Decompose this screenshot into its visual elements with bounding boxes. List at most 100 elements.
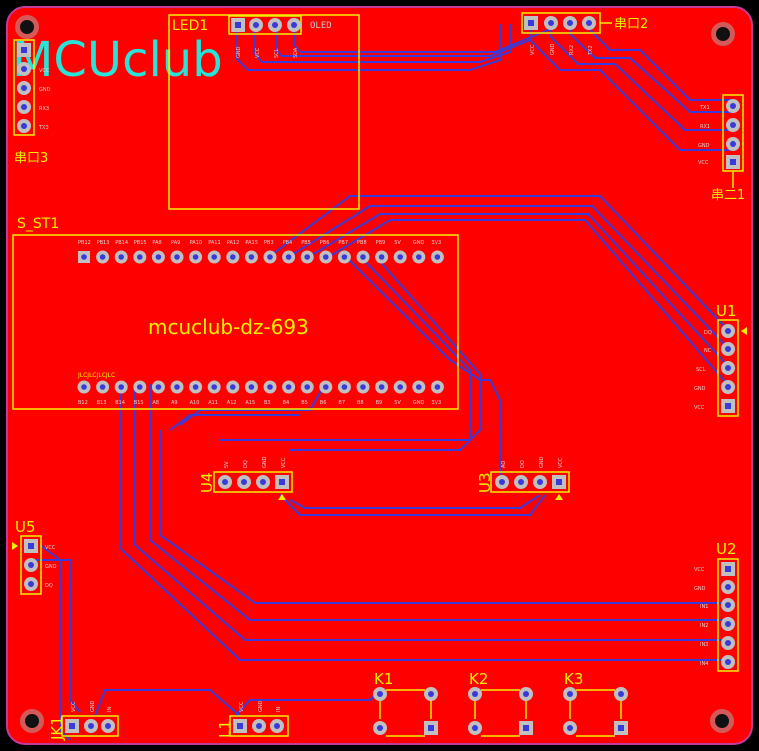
s-st1-bottom-pad-hole — [137, 384, 143, 390]
s-st1-bottom-pin-label: B12 — [78, 400, 88, 406]
led1-pin4: SDA — [293, 47, 299, 58]
jk1-ref: JK1 — [48, 716, 66, 741]
s-st1-bottom-pad-hole — [304, 384, 311, 390]
u4-pin4: VCC — [281, 457, 287, 468]
l1-pin2: GND — [258, 700, 264, 712]
s-st1-top-pad-hole — [360, 254, 366, 260]
u1-pin3: SCL — [696, 367, 706, 373]
s-st1-top-pin-label: PA11 — [208, 240, 220, 246]
u2-pin3: IN1 — [700, 604, 708, 610]
port3-pin2: GND — [39, 87, 51, 93]
s-st1-bottom-pad-hole — [155, 384, 162, 390]
u1-pin5: VCC — [694, 405, 705, 411]
s-st1-top-pad-hole — [397, 254, 404, 260]
u3-pin4: VCC — [558, 457, 564, 468]
s-st1-bottom-pad-hole — [192, 384, 199, 390]
s-st1-top-pin-label: 5V — [394, 240, 401, 246]
s-st1-top-pin-label: PA9 — [171, 240, 180, 246]
s-st1-bottom-pad-hole — [174, 384, 180, 390]
s-st1-top-pad-hole — [230, 254, 236, 260]
u2-pin1: VCC — [694, 567, 705, 573]
led1-ref: LED1 — [172, 18, 208, 34]
s-st1-bottom-pad-hole — [360, 384, 366, 390]
jk1-pin3: IN — [107, 707, 113, 712]
serial-port-2: VCC GND RX2 TX2 串口2 — [521, 12, 648, 56]
jk1-module: JK1 VCC GND IN — [48, 700, 119, 741]
s-st1-top-pad-hole — [81, 254, 87, 260]
s-st1-bottom-pad-hole — [211, 384, 217, 390]
s-st1-top-pin-label: PB3 — [264, 240, 274, 246]
serial-port-3: VCC GND RX3 TX3 串口3 — [13, 39, 51, 166]
key-k3[interactable]: K3 — [563, 670, 628, 737]
u1-module: U1 DQ NC SCL GND VCC — [694, 302, 747, 417]
s-st1-top-pin-label: PA8 — [152, 240, 161, 246]
s-st1-bottom-pad-hole — [285, 384, 292, 390]
port2-pin4: TX2 — [588, 45, 594, 56]
s-st1-bottom-pin-label: B4 — [283, 400, 290, 406]
u3-ref: U3 — [476, 472, 494, 493]
k1-ref: K1 — [374, 670, 393, 688]
l1-pin1: VCC — [239, 701, 245, 712]
u2-pin2: GND — [694, 586, 706, 592]
s-st1-top-pin-label: PB5 — [301, 240, 311, 246]
s-st1-bottom-pin-label: 5V — [394, 400, 401, 406]
port3-pin3: RX3 — [39, 106, 49, 112]
s-st1-ref: S_ST1 — [17, 216, 59, 232]
port1-pin3: GND — [698, 143, 710, 149]
s-st1-bottom-pin-label: B14 — [115, 400, 125, 406]
led1-pin1: GND — [236, 46, 242, 58]
jk1-pin1: VCC — [71, 701, 77, 712]
s-st1-top-pad-hole — [137, 254, 143, 260]
s-st1-top-pad-hole — [341, 254, 348, 260]
port1-pin4: VCC — [698, 160, 709, 166]
serial-port-1: TX1 RX1 GND VCC 串二1 — [698, 94, 745, 203]
s-st1-top-pin-label: PB9 — [376, 240, 386, 246]
s-st1-bottom-pad-hole — [118, 384, 124, 390]
s-st1-bottom-pad-hole — [341, 384, 348, 390]
s-st1-bottom-pad-hole — [434, 384, 441, 390]
s-st1-bottom-pin-label: B8 — [357, 400, 364, 406]
s-st1-top-pad-hole — [155, 254, 162, 260]
led1-pin2: VCC — [255, 47, 261, 58]
s-st1-top-pad-hole — [416, 254, 422, 260]
s-st1-top-pin-label: PB13 — [97, 240, 110, 246]
led1-pin3: SCL — [274, 48, 280, 58]
key-k1[interactable]: K1 — [373, 670, 438, 737]
s-st1-top-pad-hole — [118, 254, 124, 260]
u4-module: U4 5V DQ GND VCC — [198, 456, 293, 500]
u1-pin4: GND — [694, 386, 706, 392]
s-st1-bottom-pin-label: A12 — [227, 400, 237, 406]
led1-oled-module: LED1 OLED GND VCC SCL SDA — [168, 14, 360, 210]
s-st1-bottom-pin-label: 3V3 — [431, 400, 441, 406]
jlc-mark: JLCJLCJLCJLC — [77, 372, 115, 379]
u2-pin5: IN3 — [700, 642, 708, 648]
s-st1-bottom-pin-label: B5 — [301, 400, 308, 406]
u3-pin3: GND — [539, 456, 545, 468]
s-st1-top-pin-label: PB14 — [115, 240, 128, 246]
port3-pin4: TX3 — [38, 125, 49, 131]
s-st1-top-pin-label: PB15 — [134, 240, 147, 246]
s-st1-top-pad-hole — [248, 254, 255, 260]
s-st1-top-pad-hole — [304, 254, 311, 260]
s-st1-bottom-pad-hole — [248, 384, 255, 390]
s-st1-top-pin-label: 3V3 — [431, 240, 441, 246]
brand-logo: MCUclub — [12, 32, 223, 88]
s-st1-bottom-pin-label: B13 — [97, 400, 107, 406]
port1-pin2: RX1 — [700, 124, 710, 130]
u3-module: U3 AO DO GND VCC — [476, 456, 570, 500]
u4-pin2: DQ — [243, 460, 249, 468]
s-st1-top-pad-hole — [174, 254, 180, 260]
u3-pin1: AO — [501, 461, 507, 468]
s-st1-top-pad-hole — [192, 254, 199, 260]
u3-pin2: DO — [520, 460, 526, 468]
s-st1-top-pin-label: PA12 — [227, 240, 239, 246]
port2-ref: 串口2 — [614, 17, 648, 32]
u2-module: U2 VCC GND IN1 IN2 IN3 IN4 — [694, 540, 739, 672]
s-st1-bottom-pin-label: B7 — [338, 400, 345, 406]
key-k2[interactable]: K2 — [468, 670, 533, 737]
s-st1-top-pin-label: PA15 — [245, 240, 257, 246]
s-st1-bottom-pin-label: A11 — [208, 400, 218, 406]
s-st1-bottom-pin-label: A10 — [190, 400, 200, 406]
s-st1-bottom-pin-label: B3 — [264, 400, 271, 406]
